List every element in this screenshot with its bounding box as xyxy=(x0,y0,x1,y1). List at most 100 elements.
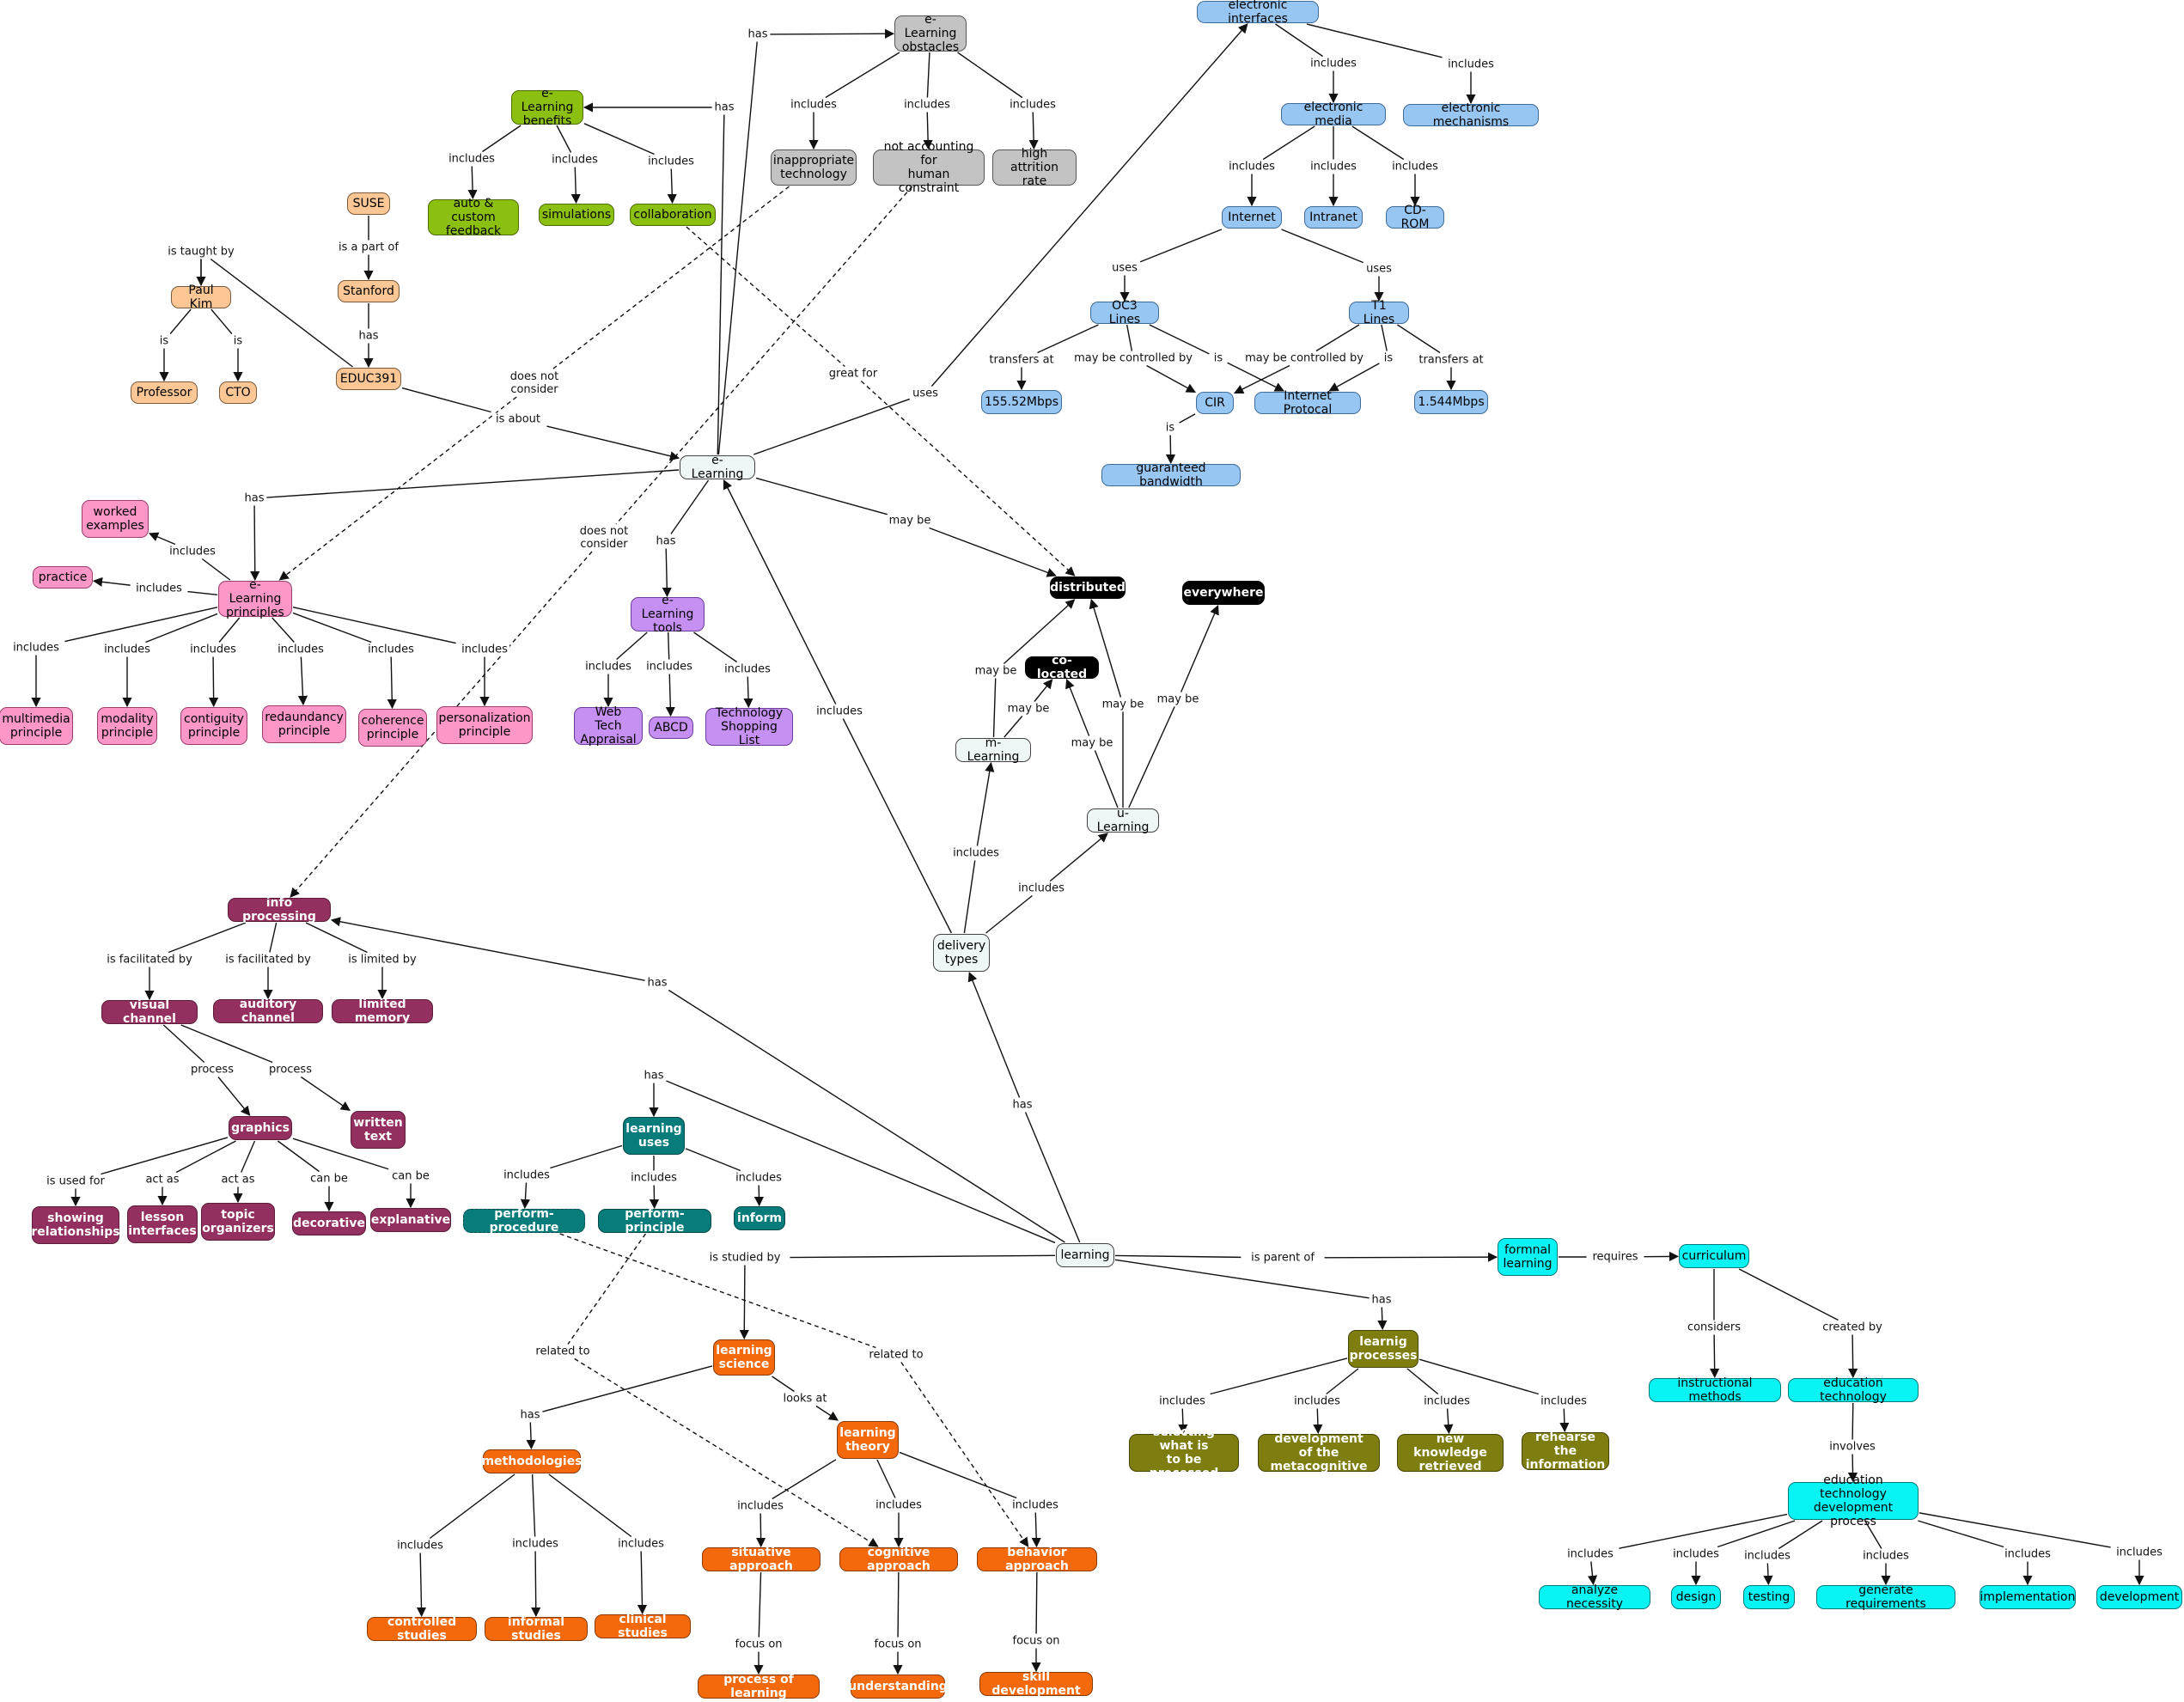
concept-node-learn-theory[interactable]: learning theory xyxy=(837,1421,899,1459)
concept-node-explanative[interactable]: explanative xyxy=(370,1208,451,1232)
concept-node-multimedia[interactable]: multimedia principle xyxy=(0,707,73,745)
link-label-l-used-for: is used for xyxy=(45,1174,107,1188)
concept-node-worked[interactable]: worked examples xyxy=(82,500,149,538)
concept-node-high-attr[interactable]: high attrition rate xyxy=(992,147,1077,188)
concept-node-internet[interactable]: Internet xyxy=(1222,206,1282,229)
concept-node-personal[interactable]: personalization principle xyxy=(436,706,533,744)
concept-node-elearning[interactable]: e-Learning xyxy=(680,454,755,481)
concept-node-professor[interactable]: Professor xyxy=(131,381,198,404)
concept-node-everywhere[interactable]: everywhere xyxy=(1182,581,1265,605)
concept-node-testing[interactable]: testing xyxy=(1743,1585,1795,1609)
concept-node-info-proc[interactable]: info processing xyxy=(228,896,331,924)
concept-node-delivery[interactable]: delivery types xyxy=(933,934,990,972)
concept-node-el-princ[interactable]: e-Learning principles xyxy=(218,578,292,619)
concept-node-internet-prot[interactable]: Internet Protocal xyxy=(1254,389,1361,417)
concept-node-elec-media[interactable]: electronic media xyxy=(1281,101,1386,128)
link-line xyxy=(482,125,522,153)
concept-node-skill-dev[interactable]: skill development xyxy=(979,1670,1093,1698)
concept-node-practice[interactable]: practice xyxy=(33,566,93,589)
concept-node-topic[interactable]: topic organizers xyxy=(201,1203,275,1241)
concept-node-implement[interactable]: implementation xyxy=(1980,1585,2076,1609)
concept-node-techshop[interactable]: Technology Shopping List xyxy=(705,706,793,747)
concept-node-edu-tech[interactable]: education technology xyxy=(1788,1376,1919,1404)
concept-node-lesson[interactable]: lesson interfaces xyxy=(127,1205,198,1243)
concept-node-learn-uses[interactable]: learning uses xyxy=(623,1117,685,1155)
concept-node-educ391[interactable]: EDUC391 xyxy=(336,368,401,390)
concept-node-collab[interactable]: collaboration xyxy=(630,204,716,226)
concept-node-graphics[interactable]: graphics xyxy=(229,1116,292,1140)
concept-node-simulations[interactable]: simulations xyxy=(539,204,614,226)
concept-node-decorative[interactable]: decorative xyxy=(292,1211,366,1235)
concept-node-limited[interactable]: limited memory xyxy=(332,997,433,1025)
concept-node-webtech[interactable]: Web Tech Appraisal xyxy=(574,705,643,747)
concept-node-curriculum[interactable]: curriculum xyxy=(1679,1244,1749,1268)
link-line xyxy=(923,112,933,150)
concept-node-paulkim[interactable]: Paul Kim xyxy=(171,284,231,311)
concept-node-gen-req[interactable]: generate requirements xyxy=(1816,1583,1955,1611)
concept-node-perf-proc[interactable]: perform-procedure xyxy=(463,1207,585,1235)
concept-node-showing[interactable]: showing relationships xyxy=(31,1206,120,1244)
concept-node-controlled[interactable]: controlled studies xyxy=(367,1615,477,1643)
concept-node-redundancy[interactable]: redaundancy principle xyxy=(262,705,346,743)
link-label-l-inc-m2: includes xyxy=(510,1537,560,1551)
concept-node-learn-proc[interactable]: learnig processes xyxy=(1348,1330,1418,1368)
concept-node-selecting[interactable]: selecting what is to be processed xyxy=(1129,1425,1239,1480)
concept-node-intranet[interactable]: Intranet xyxy=(1304,206,1363,229)
concept-node-instr-meth[interactable]: instructional methods xyxy=(1649,1376,1781,1404)
concept-node-etdp[interactable]: education technology development process xyxy=(1788,1473,1919,1528)
concept-node-design[interactable]: design xyxy=(1671,1585,1721,1609)
concept-node-behavior[interactable]: behavior approach xyxy=(977,1546,1097,1573)
concept-node-visual[interactable]: visual channel xyxy=(101,998,198,1026)
concept-node-formal[interactable]: formnal learning xyxy=(1498,1238,1558,1276)
concept-node-inapp-tech[interactable]: inappropriate technology xyxy=(771,149,857,186)
concept-node-cir[interactable]: CIR xyxy=(1196,392,1234,414)
concept-node-coherence[interactable]: coherence principle xyxy=(358,709,427,747)
link-line xyxy=(271,617,295,643)
concept-node-proc-learn[interactable]: process of learning xyxy=(698,1673,820,1700)
concept-node-methodologies[interactable]: methodologies xyxy=(481,1449,583,1473)
concept-node-analyze[interactable]: analyze necessity xyxy=(1539,1583,1650,1611)
concept-node-written[interactable]: written text xyxy=(351,1111,406,1149)
concept-node-stanford[interactable]: Stanford xyxy=(338,280,400,302)
link-line xyxy=(241,1140,256,1173)
concept-node-cognitive[interactable]: cognitive approach xyxy=(839,1546,958,1573)
concept-node-guar-bw[interactable]: guaranteed bandwidth xyxy=(1101,461,1241,489)
concept-node-development[interactable]: development xyxy=(2096,1585,2182,1609)
concept-node-el-tools[interactable]: e-Learning tools xyxy=(631,594,705,635)
concept-node-auditory[interactable]: auditory channel xyxy=(213,997,323,1025)
concept-node-abcd[interactable]: ABCD xyxy=(649,717,693,739)
concept-node-learning[interactable]: learning xyxy=(1056,1243,1114,1267)
concept-node-situative[interactable]: situative approach xyxy=(702,1546,821,1573)
concept-node-modality[interactable]: modality principle xyxy=(97,707,157,745)
concept-node-inform[interactable]: inform xyxy=(734,1206,785,1230)
concept-node-elec-int[interactable]: electronic interfaces xyxy=(1197,0,1319,26)
concept-node-new-know[interactable]: new knowledge retrieved xyxy=(1397,1432,1504,1473)
concept-node-learn-sci[interactable]: learning science xyxy=(713,1339,775,1376)
concept-node-clinical[interactable]: clinical studies xyxy=(595,1613,691,1640)
concept-node-cdrom[interactable]: CD-ROM xyxy=(1386,204,1444,231)
concept-node-elearn-obst[interactable]: e-Learning obstacles xyxy=(894,13,967,54)
concept-node-oc3[interactable]: OC3 Lines xyxy=(1090,299,1159,326)
concept-node-mlearning[interactable]: m-Learning xyxy=(955,736,1031,764)
concept-node-cto[interactable]: CTO xyxy=(219,381,257,404)
concept-node-elearn-ben[interactable]: e-Learning benefits xyxy=(511,87,583,128)
concept-node-informal[interactable]: informal studies xyxy=(485,1615,588,1643)
link-label-l-is1: is xyxy=(1211,351,1225,365)
concept-node-t1[interactable]: T1 Lines xyxy=(1349,299,1409,326)
concept-node-ulearning[interactable]: u-Learning xyxy=(1087,807,1159,834)
concept-node-mbps155[interactable]: 155.52Mbps xyxy=(981,390,1062,414)
concept-node-develop-meta[interactable]: development of the metacognitive xyxy=(1258,1432,1380,1473)
concept-node-colocated[interactable]: co-located xyxy=(1025,654,1099,681)
concept-node-elec-mech[interactable]: electronic mechanisms xyxy=(1403,101,1539,129)
link-line xyxy=(1003,599,1076,665)
concept-node-mbps1544[interactable]: 1.544Mbps xyxy=(1414,390,1488,414)
concept-node-suse[interactable]: SUSE xyxy=(347,192,390,215)
concept-node-not-acc[interactable]: not accounting for human constraint xyxy=(873,140,985,195)
concept-node-rehearse[interactable]: rehearse the information xyxy=(1522,1431,1609,1472)
concept-node-auto-fb[interactable]: auto & custom feedback xyxy=(428,197,519,238)
concept-node-perf-princ[interactable]: perform-principle xyxy=(598,1207,711,1235)
concept-node-distributed[interactable]: distributed xyxy=(1050,576,1126,599)
link-line xyxy=(250,505,260,582)
concept-node-understanding[interactable]: understanding xyxy=(848,1675,948,1699)
concept-node-contiguity[interactable]: contiguity principle xyxy=(180,707,247,745)
